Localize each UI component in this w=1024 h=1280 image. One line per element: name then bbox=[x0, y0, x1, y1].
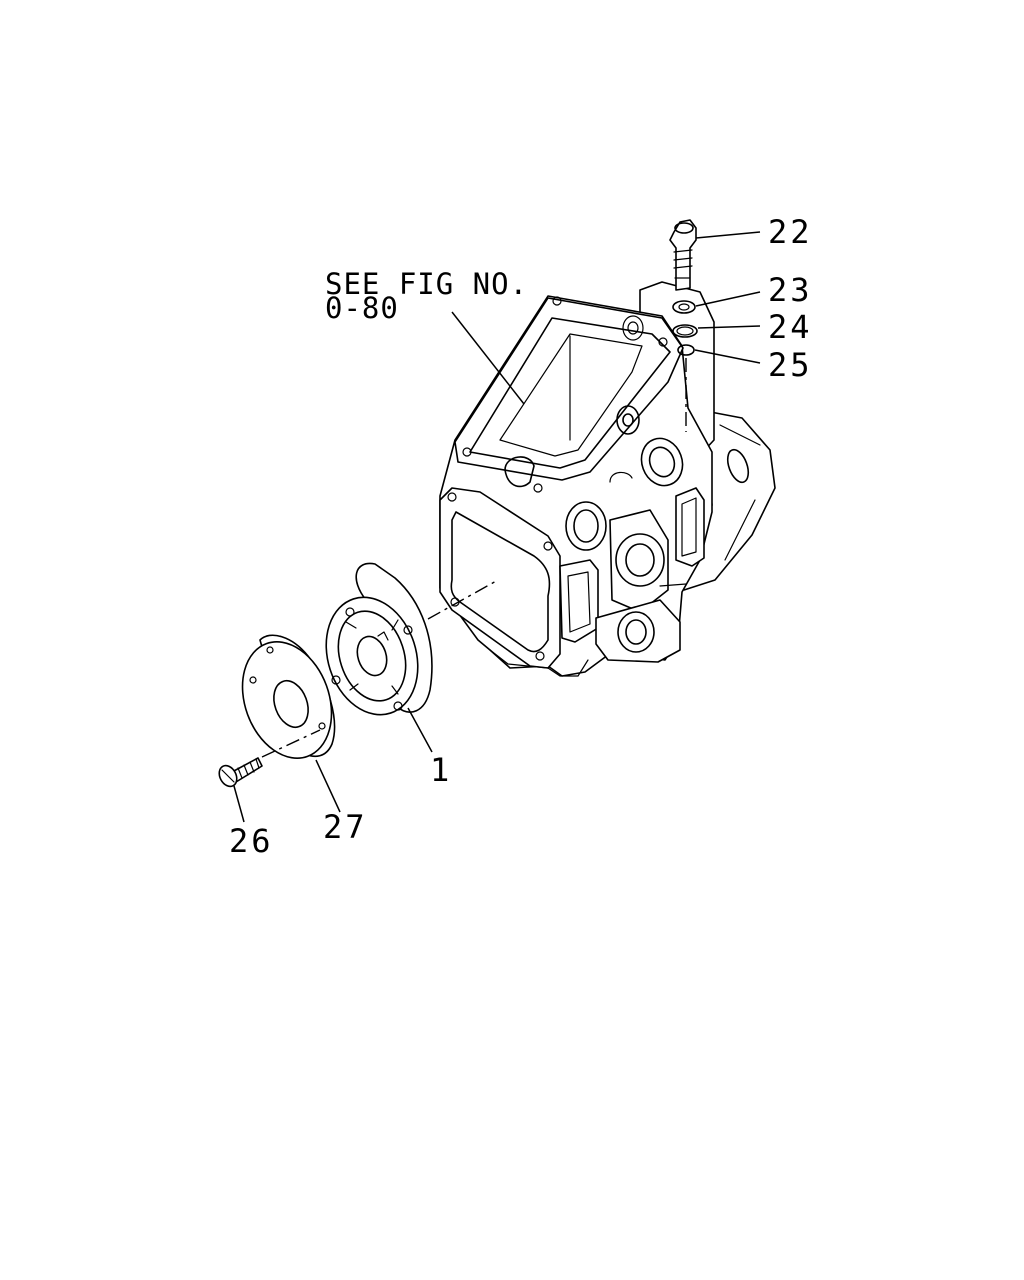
reference-note-line1: SEE FIG NO. bbox=[325, 267, 528, 301]
callout-24: 24 bbox=[768, 308, 813, 346]
screw-part-26 bbox=[218, 757, 263, 788]
leader-lines bbox=[233, 231, 761, 823]
pump-housing bbox=[439, 281, 776, 677]
callout-23: 23 bbox=[768, 271, 813, 309]
callout-1: 1 bbox=[430, 751, 452, 789]
valve-fitting-part-22 bbox=[669, 219, 697, 291]
assembly-axis-main bbox=[261, 729, 321, 758]
assembly-axis-disc bbox=[427, 579, 499, 620]
washer-part-23 bbox=[672, 300, 696, 314]
callout-22: 22 bbox=[768, 213, 813, 251]
callout-25: 25 bbox=[768, 346, 813, 384]
reference-note-line2: 0-80 bbox=[325, 291, 399, 325]
callout-26: 26 bbox=[229, 822, 274, 860]
callout-27: 27 bbox=[323, 808, 368, 846]
o-ring-part-24 bbox=[672, 324, 698, 338]
cover-plate-part-27 bbox=[241, 634, 336, 759]
coupling-disc-part-1 bbox=[325, 562, 433, 716]
o-ring-part-25 bbox=[677, 344, 695, 356]
